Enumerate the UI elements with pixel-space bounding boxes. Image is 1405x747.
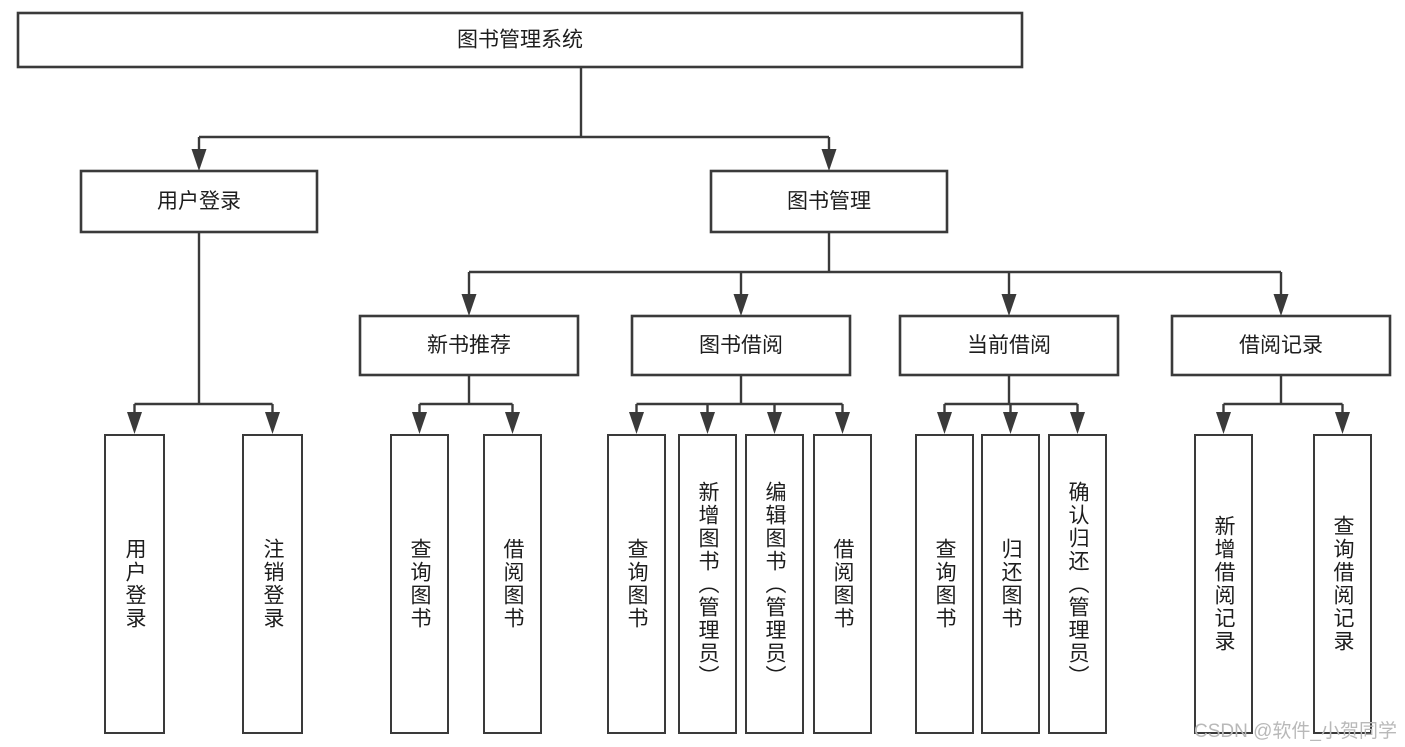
- node-book-management[interactable]: 图书管理: [709, 169, 949, 234]
- node-current-borrow-rect: [898, 314, 1120, 377]
- leaf-leaf-borrow-book[interactable]: 借阅图书: [813, 434, 872, 734]
- node-book-borrow-label: 图书借阅: [699, 334, 783, 357]
- node-borrow-record-label: 借阅记录: [1239, 334, 1323, 357]
- node-user-login-label: 用户登录: [157, 190, 241, 213]
- node-book-borrow[interactable]: 图书借阅: [630, 314, 852, 377]
- leaf-leaf-confirm-return-admin-label: 确认归还（管理员）: [1066, 480, 1089, 688]
- node-book-borrow-rect: [630, 314, 852, 377]
- node-book-management-rect: [709, 169, 949, 234]
- leaf-leaf-query-book-borrow[interactable]: 查询图书: [607, 434, 666, 734]
- node-user-login[interactable]: 用户登录: [79, 169, 319, 234]
- leaf-leaf-return-book[interactable]: 归还图书: [981, 434, 1040, 734]
- node-root-rect: [16, 11, 1024, 69]
- node-new-book-recommend[interactable]: 新书推荐: [358, 314, 580, 377]
- leaf-leaf-add-book-admin[interactable]: 新增图书（管理员）: [678, 434, 737, 734]
- connector-lines: [127, 67, 1350, 434]
- leaf-leaf-user-login[interactable]: 用户登录: [104, 434, 165, 734]
- leaf-leaf-user-login-label: 用户登录: [123, 538, 146, 630]
- leaf-leaf-add-borrow-record-label: 新增借阅记录: [1212, 515, 1235, 653]
- leaf-leaf-user-logout-label: 注销登录: [261, 538, 284, 630]
- leaf-leaf-borrow-book-new[interactable]: 借阅图书: [483, 434, 542, 734]
- leaf-leaf-query-borrow-record-label: 查询借阅记录: [1331, 515, 1354, 653]
- leaf-leaf-add-borrow-record[interactable]: 新增借阅记录: [1194, 434, 1253, 734]
- leaf-leaf-confirm-return-admin[interactable]: 确认归还（管理员）: [1048, 434, 1107, 734]
- leaf-leaf-edit-book-admin-label: 编辑图书（管理员）: [763, 480, 786, 688]
- node-current-borrow-label: 当前借阅: [967, 334, 1051, 357]
- leaf-leaf-query-book-borrow-label: 查询图书: [625, 538, 648, 630]
- node-root-label: 图书管理系统: [457, 29, 583, 52]
- leaf-leaf-query-book-current[interactable]: 查询图书: [915, 434, 974, 734]
- leaf-leaf-add-book-admin-label: 新增图书（管理员）: [696, 480, 719, 688]
- node-borrow-record[interactable]: 借阅记录: [1170, 314, 1392, 377]
- node-current-borrow[interactable]: 当前借阅: [898, 314, 1120, 377]
- leaf-leaf-edit-book-admin[interactable]: 编辑图书（管理员）: [745, 434, 804, 734]
- leaf-leaf-query-book-new[interactable]: 查询图书: [390, 434, 449, 734]
- node-root[interactable]: 图书管理系统: [16, 11, 1024, 69]
- node-new-book-recommend-label: 新书推荐: [427, 334, 511, 357]
- node-borrow-record-rect: [1170, 314, 1392, 377]
- leaf-leaf-query-borrow-record[interactable]: 查询借阅记录: [1313, 434, 1372, 734]
- leaf-leaf-borrow-book-new-label: 借阅图书: [501, 538, 524, 630]
- node-new-book-recommend-rect: [358, 314, 580, 377]
- leaf-leaf-query-book-new-label: 查询图书: [408, 538, 431, 630]
- leaf-leaf-return-book-label: 归还图书: [999, 538, 1022, 630]
- node-book-management-label: 图书管理: [787, 190, 871, 213]
- leaf-leaf-query-book-current-label: 查询图书: [933, 538, 956, 630]
- leaf-leaf-borrow-book-label: 借阅图书: [831, 538, 854, 630]
- leaf-leaf-user-logout[interactable]: 注销登录: [242, 434, 303, 734]
- node-user-login-rect: [79, 169, 319, 234]
